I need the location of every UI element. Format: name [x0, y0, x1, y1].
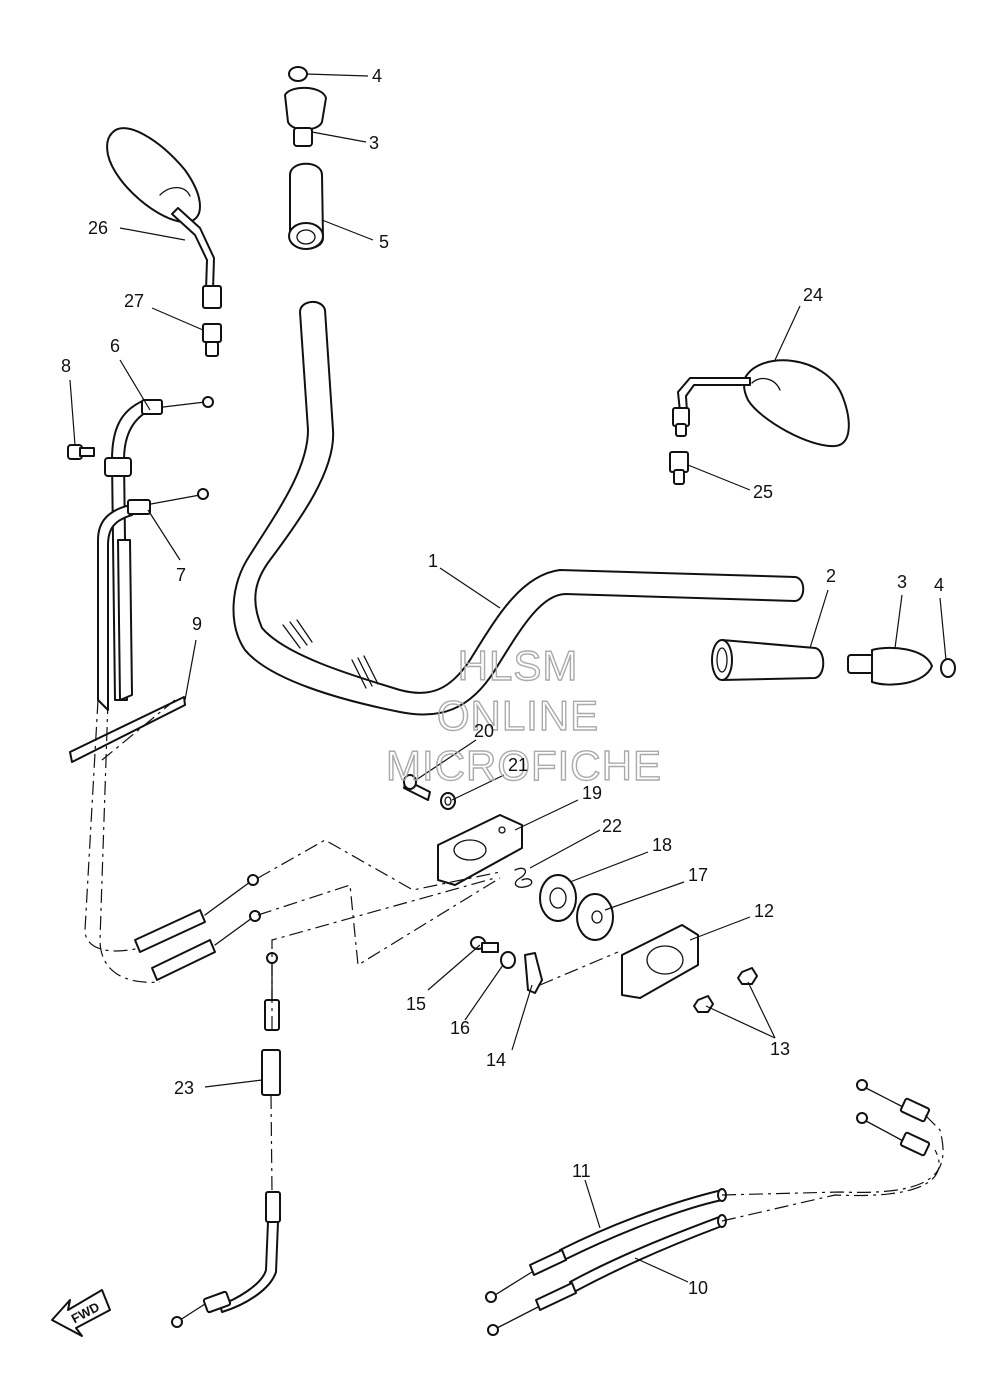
callout-5: 5 — [379, 232, 389, 252]
callout-19: 19 — [582, 783, 602, 803]
callout-4b: 4 — [934, 575, 944, 595]
spring — [514, 867, 533, 888]
left-mirror — [106, 127, 222, 309]
callout-labels: 4 3 5 26 27 6 8 7 9 24 25 1 2 3 4 20 21 … — [61, 66, 944, 1298]
right-end-nut — [940, 658, 956, 678]
callout-22: 22 — [602, 816, 622, 836]
left-end-nut — [288, 66, 308, 82]
callout-2: 2 — [826, 566, 836, 586]
screw — [470, 936, 499, 953]
callout-1: 1 — [428, 551, 438, 571]
watermark-line-3: MICROFICHE — [386, 742, 662, 789]
cable-23 — [171, 952, 281, 1328]
assembly-lines — [84, 699, 944, 1222]
callout-16: 16 — [450, 1018, 470, 1038]
callout-10: 10 — [688, 1278, 708, 1298]
callout-26: 26 — [88, 218, 108, 238]
switch-housing-lower — [621, 924, 699, 999]
washer — [440, 792, 456, 810]
handlebar — [232, 301, 805, 716]
lower-cable-ends-left — [134, 874, 261, 981]
left-mirror-adapter — [202, 323, 222, 357]
washer-2 — [500, 951, 516, 969]
watermark-line-1: HLSM — [458, 642, 579, 689]
nut-a — [737, 967, 758, 985]
watermark-line-2: ONLINE — [437, 692, 599, 739]
bracket-screw — [67, 444, 95, 460]
cable-tie — [69, 696, 186, 763]
forward-arrow-icon: FWD — [51, 1289, 111, 1337]
leader-lines — [69, 73, 947, 1283]
callout-27: 27 — [124, 291, 144, 311]
callout-17: 17 — [688, 865, 708, 885]
callout-3b: 3 — [897, 572, 907, 592]
callout-7: 7 — [176, 565, 186, 585]
right-mirror — [672, 359, 850, 448]
callout-21: 21 — [508, 755, 528, 775]
watermark: HLSM ONLINE MICROFICHE — [385, 641, 662, 789]
callout-15: 15 — [406, 994, 426, 1014]
right-bar-end-weight — [847, 646, 933, 686]
bolt — [403, 774, 431, 801]
callout-12: 12 — [754, 901, 774, 921]
switch-housing-upper — [437, 814, 523, 886]
callout-13: 13 — [770, 1039, 790, 1059]
right-mirror-adapter — [669, 451, 689, 485]
clip — [524, 952, 543, 994]
right-grip — [711, 639, 825, 681]
left-grip — [288, 162, 324, 250]
callout-4: 4 — [372, 66, 382, 86]
callout-25: 25 — [753, 482, 773, 502]
callout-9: 9 — [192, 614, 202, 634]
callout-11: 11 — [572, 1161, 591, 1181]
throttle-cable-2 — [117, 539, 133, 701]
throttle-cable-1 — [97, 488, 209, 711]
cable-ends-right — [856, 1079, 931, 1157]
pulley — [539, 874, 577, 922]
left-bar-end-weight — [284, 86, 327, 147]
callout-6: 6 — [110, 336, 120, 356]
callout-8: 8 — [61, 356, 71, 376]
callout-24: 24 — [803, 285, 823, 305]
nut-b — [693, 995, 714, 1013]
callout-18: 18 — [652, 835, 672, 855]
cable-10 — [487, 1214, 727, 1336]
callout-3: 3 — [369, 133, 379, 153]
callout-23: 23 — [174, 1078, 194, 1098]
pulley-collar — [576, 893, 614, 941]
callout-20: 20 — [474, 721, 494, 741]
callout-14: 14 — [486, 1050, 506, 1070]
